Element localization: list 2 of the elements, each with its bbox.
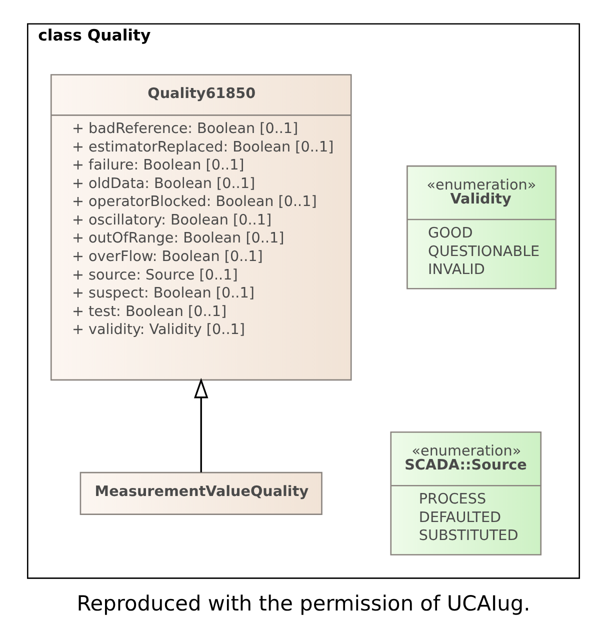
arrow bbox=[194, 378, 208, 472]
caption: Reproduced with the permission of UCAIug. bbox=[76, 592, 530, 616]
